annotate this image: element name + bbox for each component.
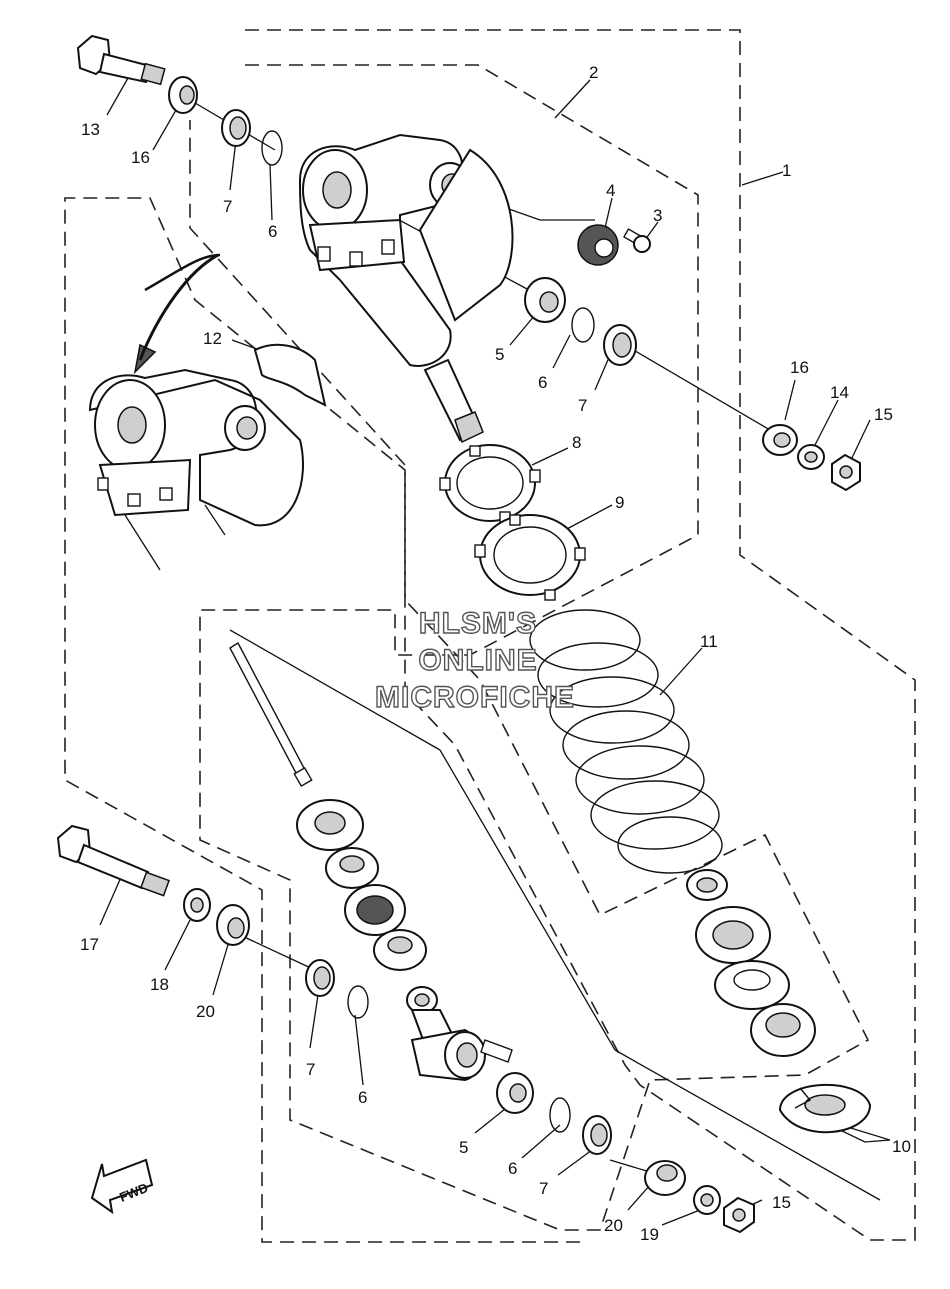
callout-3: 3	[653, 206, 662, 225]
collar-20-left	[216, 904, 250, 946]
callout-5-lower: 5	[459, 1138, 468, 1157]
callout-16-right: 16	[790, 358, 809, 377]
callout-8: 8	[572, 433, 581, 452]
circlip-6-upper-left	[261, 130, 283, 166]
callout-15-upper: 15	[874, 405, 893, 424]
callout-5-upper: 5	[495, 345, 504, 364]
callout-10: 10	[892, 1137, 911, 1156]
callout-7-lower-right: 7	[539, 1179, 548, 1198]
bolt-13	[76, 34, 166, 86]
oil-seal-7-lower-right	[582, 1115, 612, 1155]
bolt-17	[56, 824, 170, 897]
washer-19	[693, 1185, 721, 1215]
watermark: HLSM'S ONLINE MICROFICHE	[374, 606, 575, 714]
adjuster-ring-8	[439, 444, 541, 523]
callout-9: 9	[615, 493, 624, 512]
callout-6-upper-left: 6	[268, 222, 277, 241]
shock-body-2	[298, 133, 514, 444]
callout-4: 4	[606, 181, 615, 200]
callout-11: 11	[700, 632, 718, 651]
callout-6-upper-right: 6	[538, 373, 547, 392]
oil-seal-7-lower-left	[305, 959, 335, 997]
screw-3	[623, 228, 651, 253]
callout-7-upper-right: 7	[578, 396, 587, 415]
forward-arrow-icon: FWD	[90, 1158, 154, 1215]
circlip-6-lower-left	[347, 985, 369, 1019]
assembly-boundaries	[64, 29, 916, 1243]
oil-seal-7-upper-right	[603, 324, 637, 366]
callout-13: 13	[81, 120, 100, 139]
bushing-5-upper	[524, 277, 566, 323]
callout-6-lower-right: 6	[508, 1159, 517, 1178]
callout-14: 14	[830, 383, 849, 402]
coil-spring-11	[529, 609, 723, 874]
callout-15-lower: 15	[772, 1193, 791, 1212]
boundary-assembly-2	[189, 64, 870, 1231]
washer-14	[797, 444, 825, 470]
adjuster-ring-9	[474, 514, 586, 601]
nut-15-lower	[723, 1196, 755, 1234]
callout-16-left: 16	[131, 148, 150, 167]
callout-17: 17	[80, 935, 99, 954]
callout-18: 18	[150, 975, 169, 994]
nut-15-upper	[831, 453, 861, 492]
circlip-6-lower-right	[549, 1097, 571, 1133]
collar-20-right	[644, 1160, 686, 1196]
damper-rod-internals	[229, 642, 427, 971]
boundary-assembly-1	[64, 29, 916, 1243]
washer-18	[183, 888, 211, 922]
oil-seal-7-upper-left	[221, 109, 251, 147]
watermark-line-1: HLSM'S	[419, 607, 537, 640]
circlip-6-upper-right	[571, 307, 595, 343]
callout-7-upper-left: 7	[223, 197, 232, 216]
adjuster-4	[577, 224, 619, 266]
spring-seat-stack	[686, 869, 816, 1057]
lower-clevis	[406, 986, 513, 1082]
watermark-line-2: ONLINE	[418, 644, 537, 677]
callout-20-right: 20	[604, 1216, 623, 1235]
callout-1: 1	[782, 161, 791, 180]
watermark-line-3: MICROFICHE	[375, 681, 575, 714]
callout-20-left: 20	[196, 1002, 215, 1021]
callout-6-lower-left: 6	[358, 1088, 367, 1107]
leader-lines	[99, 77, 891, 1226]
callout-12: 12	[203, 329, 222, 348]
callout-2: 2	[589, 63, 598, 82]
callout-labels: 1 2 3 4 5 5 6 6 6 6 7 7 7 7 8 9 10 11 12…	[80, 63, 911, 1244]
bushing-5-lower	[496, 1072, 534, 1114]
collar-16-right	[762, 424, 798, 456]
stopper-10	[778, 1084, 872, 1134]
callout-7-lower-left: 7	[306, 1060, 315, 1079]
alternate-body-view	[88, 253, 327, 571]
callout-19: 19	[640, 1225, 659, 1244]
collar-16-upper	[168, 76, 198, 114]
